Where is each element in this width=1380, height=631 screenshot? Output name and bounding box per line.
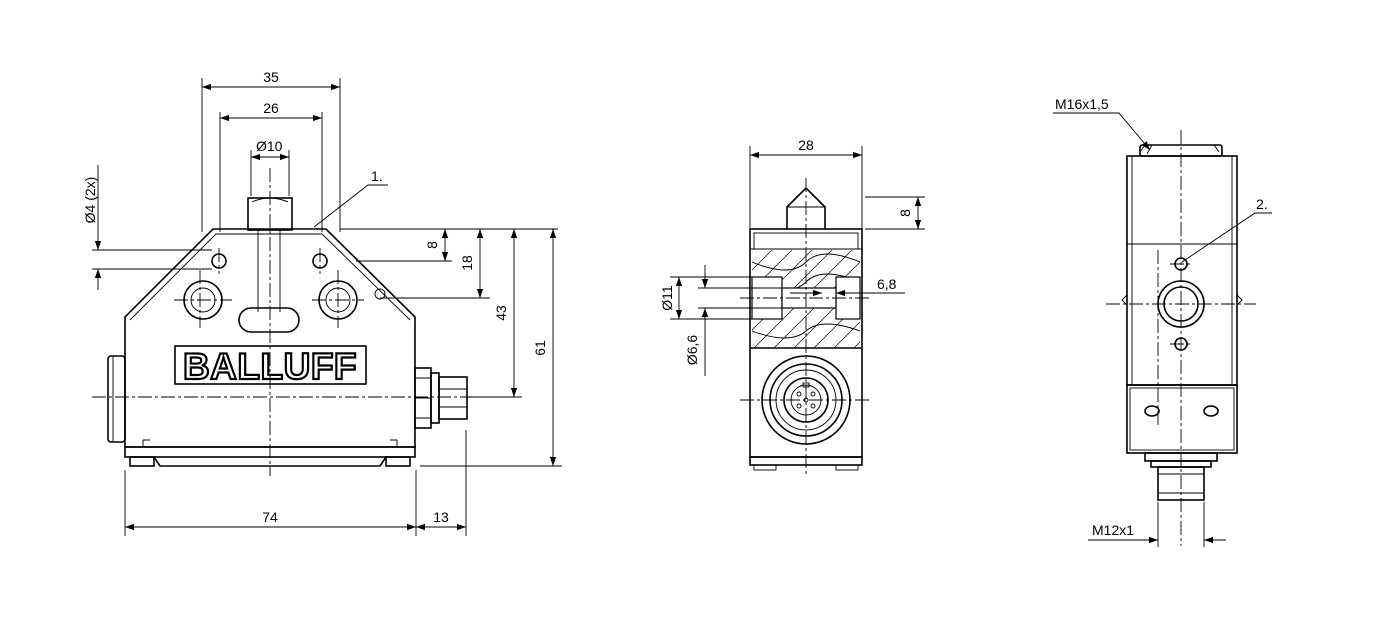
front-view: BALLUFF (92, 168, 490, 476)
connector (414, 367, 468, 429)
end-view (1106, 130, 1256, 546)
dim-8-front: 8 (424, 241, 440, 249)
dim-6-8: 6,8 (877, 276, 897, 292)
dim-d6-6: Ø6,6 (684, 335, 700, 366)
side-dimensions: 28 8 6,8 Ø11 Ø6,6 (659, 137, 925, 376)
dim-d4: Ø4 (2x) (82, 177, 98, 224)
dim-8-side: 8 (897, 209, 913, 217)
mounting-holes (183, 253, 386, 320)
dim-26: 26 (263, 100, 279, 116)
dim-74: 74 (262, 509, 278, 525)
thread-m16: M16x1,5 (1055, 96, 1109, 112)
thread-m12: M12x1 (1092, 522, 1134, 538)
dim-18: 18 (459, 255, 475, 271)
dim-35: 35 (263, 69, 279, 85)
dim-43: 43 (493, 305, 509, 321)
front-dimensions: 35 26 Ø10 Ø4 (2x) 1. 8 18 43 61 74 (82, 69, 562, 536)
left-cap (107, 355, 126, 443)
actuator-slot (238, 307, 300, 333)
front-centerlines (92, 168, 490, 476)
side-view (740, 178, 872, 476)
end-mount-plate (1126, 384, 1238, 454)
dim-13: 13 (433, 509, 449, 525)
dim-61: 61 (532, 340, 548, 356)
dim-28: 28 (798, 137, 814, 153)
end-dimensions: M16x1,5 2. M12x1 (1053, 96, 1272, 547)
brand-logo: BALLUFF (174, 345, 367, 388)
dim-d10: Ø10 (256, 138, 283, 154)
callout-2: 2. (1256, 196, 1268, 212)
callout-1: 1. (371, 168, 383, 184)
dim-d11: Ø11 (659, 285, 675, 311)
